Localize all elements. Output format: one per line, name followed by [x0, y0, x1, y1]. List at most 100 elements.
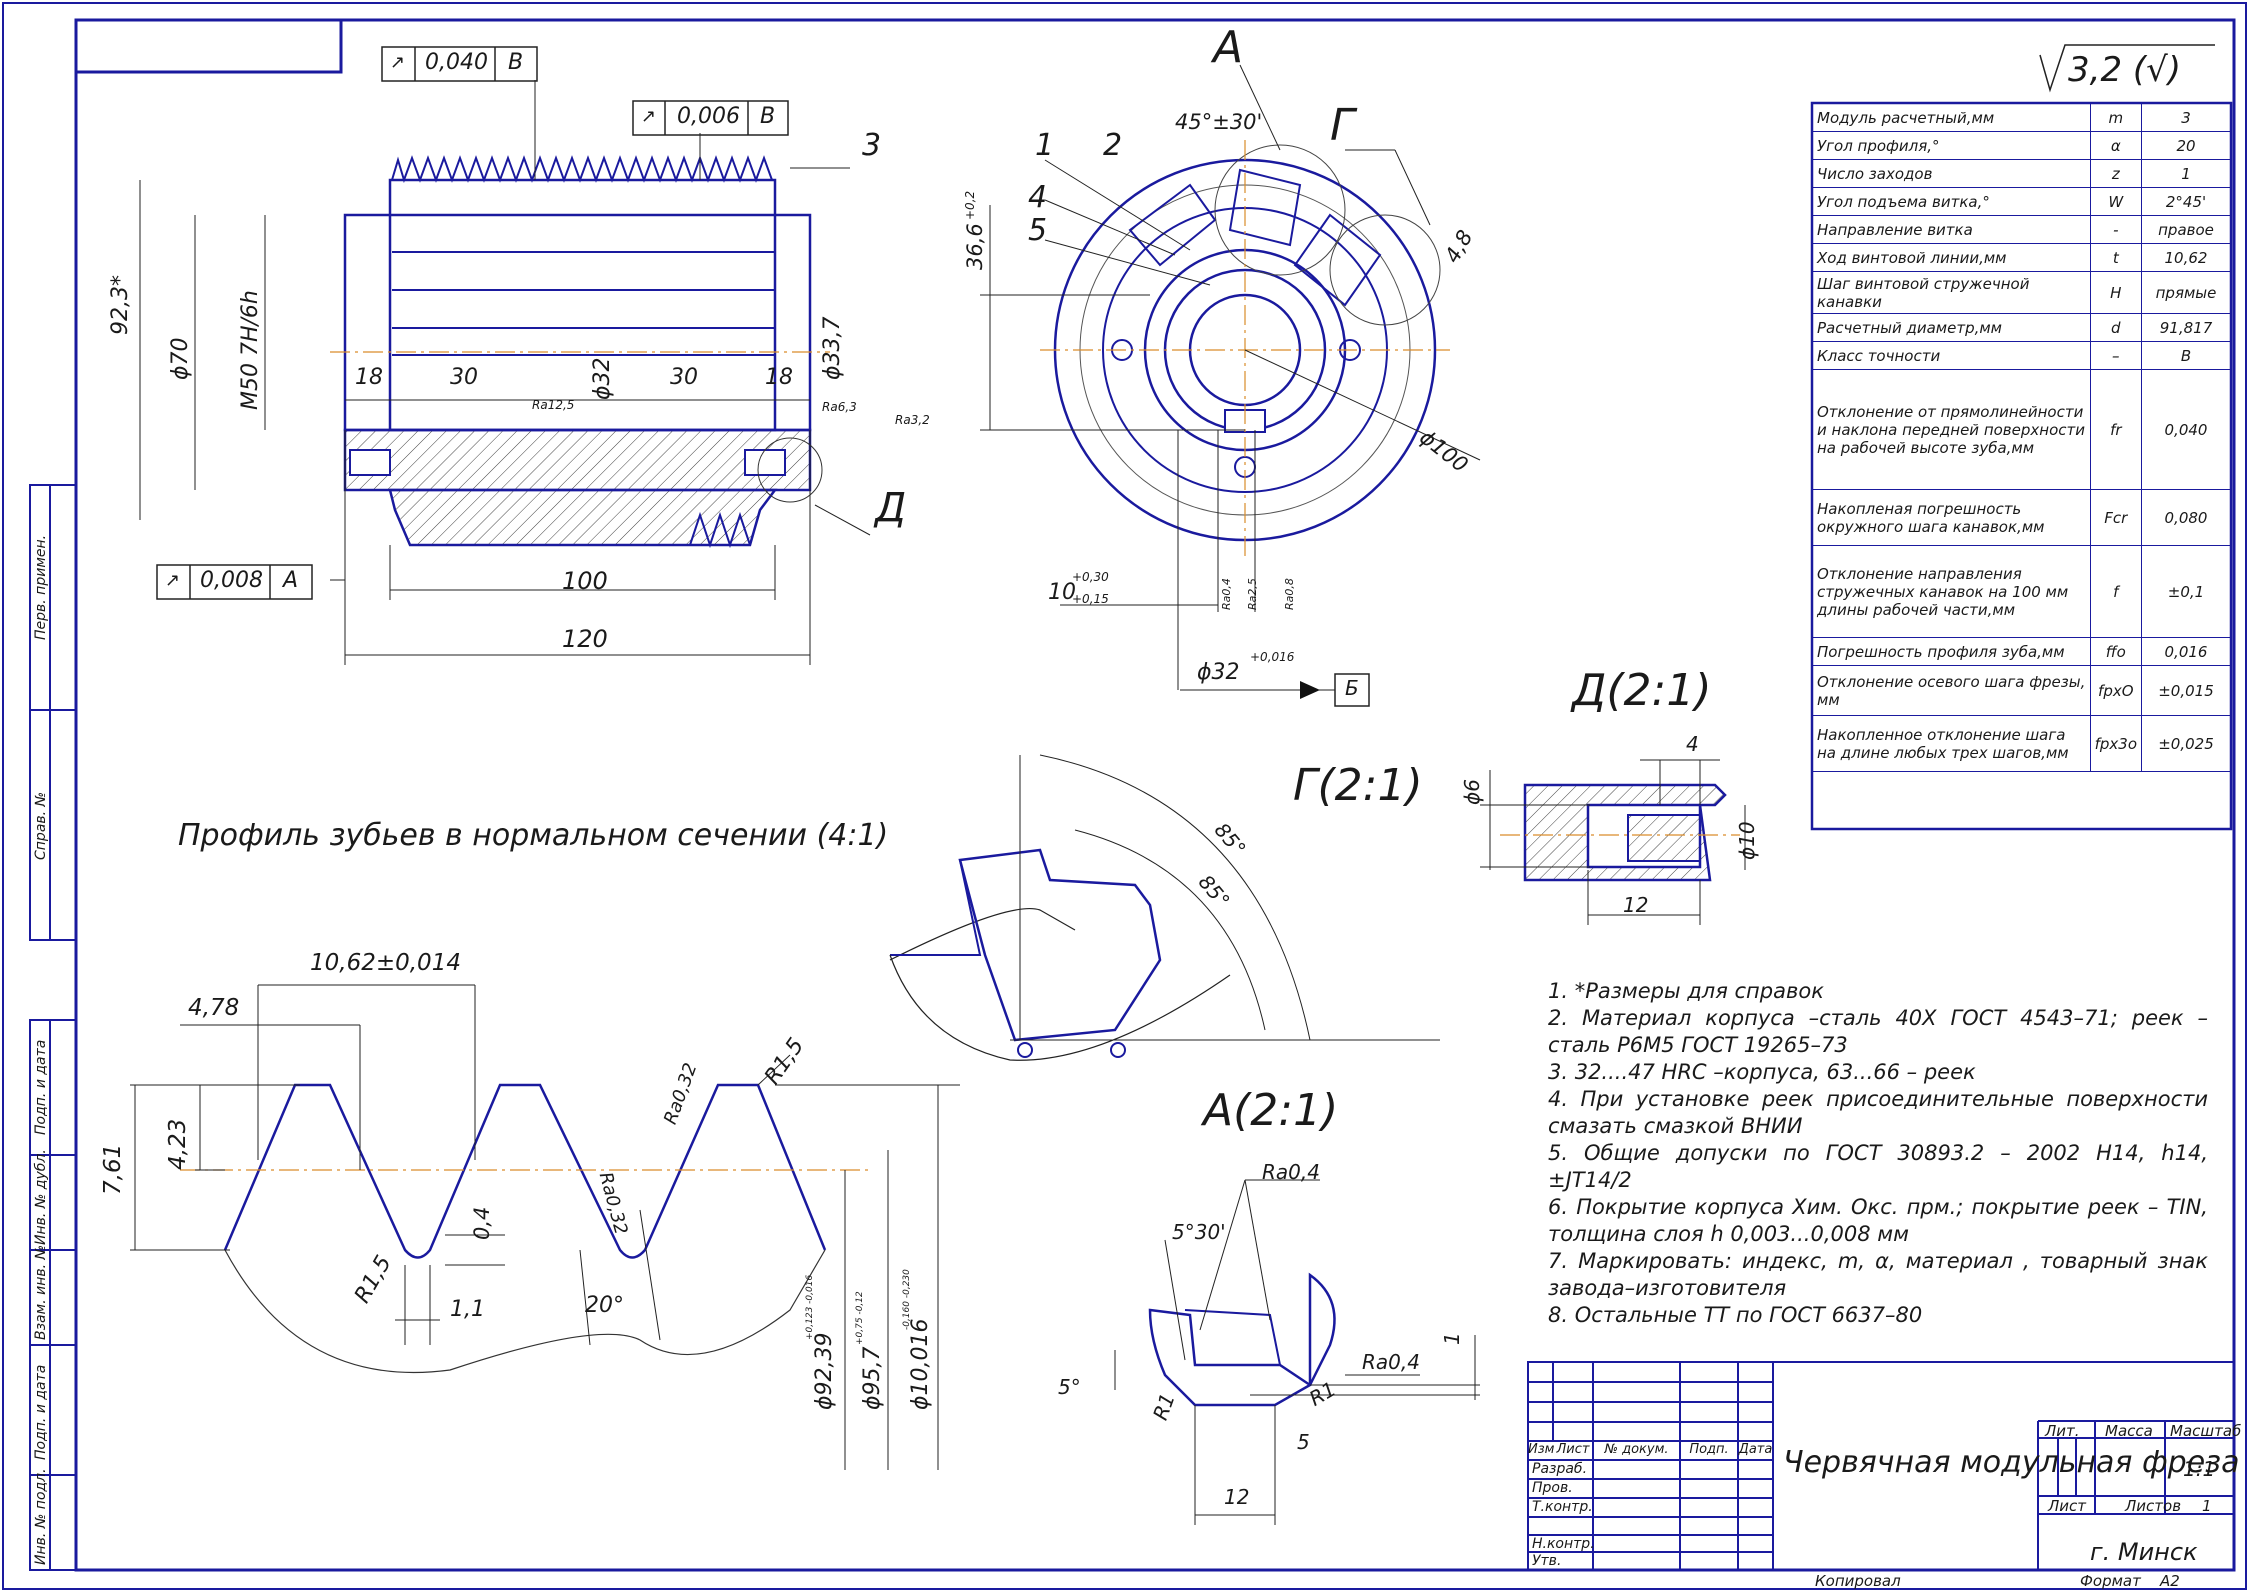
tb-scale-value: 1:1 [2183, 1457, 2216, 1481]
parameter-name: Ход винтовой линии,мм [1812, 243, 2091, 272]
tb-copied-label: Копировал [1815, 1572, 1901, 1590]
parameter-row: Отклонение от прямолинейности и наклона … [1812, 369, 2231, 490]
side-stamp-inv-dubl: Инв. № дубл. [33, 1149, 49, 1245]
tolerance-arrow-icon: ↗ [165, 570, 181, 591]
callout-1: 1 [1035, 128, 1055, 163]
callout-g: Г [1330, 100, 1355, 151]
tb-sheets-value: 1 [2202, 1497, 2212, 1515]
dim-d95-7-tol: +0,75 -0,12 [855, 1291, 865, 1345]
dim-10-tol-upper: +0,30 [1072, 570, 1109, 584]
tb-role-approved: Утв. [1532, 1553, 1562, 1569]
dim-12-a: 12 [1224, 1485, 1250, 1509]
profile-section-title: Профиль зубьев в нормальном сечении (4:1… [178, 818, 889, 853]
tb-doc-header: № докум. [1604, 1442, 1669, 1457]
tolerance-datum-1: В [508, 50, 524, 75]
profile-view [130, 984, 960, 1470]
parameter-symbol: fpx3o [2089, 715, 2143, 772]
parameter-row: Накопленное отклонение шага на длине люб… [1812, 715, 2231, 772]
callout-d: Д [875, 485, 907, 531]
parameter-row: Накопленая погрешность окружного шага ка… [1812, 489, 2231, 546]
roughness-end-1: Ra0,4 [1220, 578, 1233, 610]
parameter-value: 2°45' [2141, 187, 2231, 216]
roughness-a-right: Ra0,4 [1362, 1350, 1420, 1374]
callout-4: 4 [1028, 180, 1048, 215]
dim-4-23: 4,23 [165, 1118, 191, 1170]
roughness-ra6-3: Ra6,3 [822, 400, 857, 414]
detail-d-view [1480, 759, 1746, 925]
dim-4-78: 4,78 [188, 995, 240, 1021]
parameter-name: Отклонение направления стружечных канаво… [1812, 545, 2091, 638]
side-stamp-sprav-no: Справ. № [33, 791, 49, 860]
parameter-name: Угол профиля,° [1812, 131, 2091, 160]
parameter-name: Расчетный диаметр,мм [1812, 313, 2091, 342]
dim-20deg: 20° [585, 1293, 624, 1318]
dim-12-d: 12 [1623, 893, 1649, 917]
parameter-symbol: fr [2089, 369, 2143, 490]
parameter-value: 0,016 [2141, 637, 2231, 666]
tb-sign-header: Подп. [1689, 1442, 1729, 1457]
detail-a-view [1114, 1179, 1480, 1525]
note-item: 6. Покрытие корпуса Хим. Окс. прм.; покр… [1548, 1195, 2208, 1246]
dim-d10-016-tol: -0,160 -0,230 [902, 1269, 912, 1330]
parameter-symbol: m [2089, 103, 2143, 132]
dim-100: 100 [562, 567, 608, 595]
roughness-ra3-2: Ra3,2 [895, 413, 930, 427]
parameter-name: Накопленное отклонение шага на длине люб… [1812, 715, 2091, 772]
parameter-value: ±0,015 [2141, 665, 2231, 716]
side-stamp-perv-primen: Перв. примен. [33, 534, 49, 640]
parameter-name: Класс точности [1812, 341, 2091, 370]
dim-1-a: 1 [1440, 1332, 1464, 1345]
dim-1-1: 1,1 [450, 1297, 485, 1322]
general-roughness: 3,2 (√) [2068, 50, 2182, 90]
dim-10: 10 [1048, 580, 1076, 605]
parameter-name: Угол подъема витка,° [1812, 187, 2091, 216]
roughness-a-top: Ra0,4 [1262, 1160, 1320, 1184]
parameter-row: Класс точности–В [1812, 341, 2231, 370]
dim-120: 120 [562, 625, 608, 653]
datum-b: Б [1345, 676, 1359, 700]
dim-d33-7: ϕ33,7 [820, 316, 845, 381]
tb-format-label: Формат [2080, 1572, 2141, 1590]
dim-4-d: 4 [1686, 732, 1699, 756]
dim-7-61: 7,61 [100, 1143, 126, 1195]
parameter-row: Отклонение направления стружечных канаво… [1812, 545, 2231, 638]
title-block-grid [1527, 1361, 2235, 1571]
tb-drawing-name: Червячная модульная фреза [1783, 1445, 2240, 1480]
dim-d95-7: ϕ95,7 [860, 1346, 885, 1411]
dim-5deg: 5° [1058, 1375, 1081, 1399]
callout-5: 5 [1028, 213, 1048, 248]
dim-d70: ϕ70 [168, 337, 193, 380]
roughness-ra12-5: Ra12,5 [532, 398, 575, 412]
parameter-symbol: z [2089, 159, 2143, 188]
parameter-name: Направление витка [1812, 215, 2091, 244]
side-stamp-vzam-inv: Взам. инв. № [33, 1244, 49, 1340]
callout-2: 2 [1103, 128, 1123, 163]
parameter-name: Модуль расчетный,мм [1812, 103, 2091, 132]
tb-city: г. Минск [2090, 1538, 2198, 1566]
parameter-value: В [2141, 341, 2231, 370]
callout-3: 3 [862, 128, 882, 163]
tb-date-header: Дата [1738, 1442, 1773, 1457]
parameter-value: ±0,1 [2141, 545, 2231, 638]
callout-a: А [1213, 22, 1244, 73]
tolerance-datum-2: В [760, 104, 776, 129]
tolerance-value-1: 0,040 [425, 50, 488, 75]
dim-d32-tol: +0,016 [1250, 650, 1295, 664]
detail-g-view [889, 754, 1440, 1061]
parameter-name: Число заходов [1812, 159, 2091, 188]
parameter-symbol: – [2089, 341, 2143, 370]
parameter-symbol: H [2089, 271, 2143, 314]
dim-18-right: 18 [765, 365, 793, 390]
tb-role-checked: Пров. [1532, 1480, 1573, 1496]
tb-mass-label: Масса [2105, 1422, 2153, 1440]
roughness-end-2: Ra2,5 [1246, 578, 1259, 610]
dim-36-6-tol: +0,2 [963, 190, 977, 220]
dim-0-4: 0,4 [470, 1206, 494, 1240]
